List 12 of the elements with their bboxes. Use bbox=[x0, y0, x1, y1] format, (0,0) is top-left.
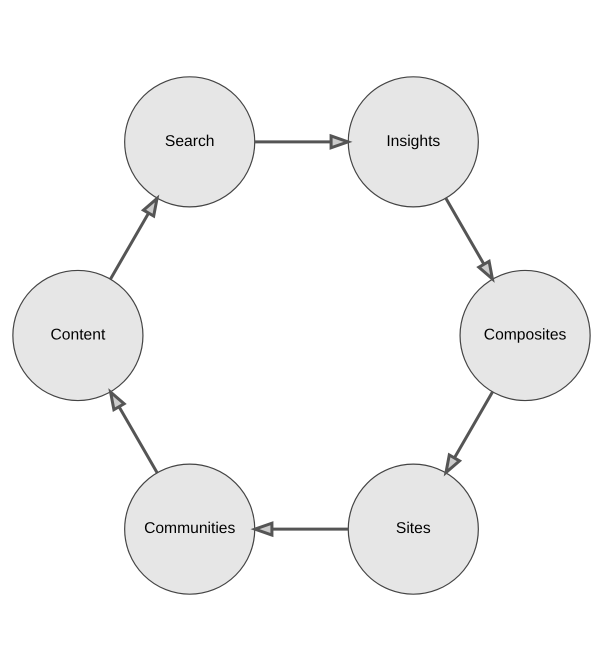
node-circle: Communities bbox=[124, 464, 256, 595]
arrow bbox=[250, 521, 348, 538]
arrow bbox=[444, 198, 495, 283]
node-circle: Search bbox=[124, 76, 256, 208]
node-circle: Composites bbox=[459, 270, 591, 402]
node-circle: Sites bbox=[348, 464, 479, 595]
arrow bbox=[109, 194, 160, 280]
arrow bbox=[254, 134, 352, 150]
arrow bbox=[444, 391, 494, 476]
node-circle: Insights bbox=[348, 76, 479, 208]
node-circle: Content bbox=[12, 270, 144, 402]
arrow bbox=[108, 388, 158, 474]
